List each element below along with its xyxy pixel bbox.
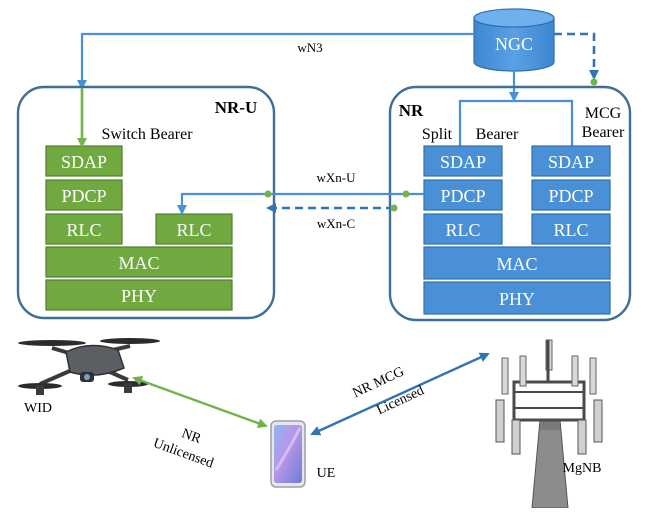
nr-pdcp-left-block <box>423 179 503 211</box>
nru-rlc-left-block <box>45 213 123 245</box>
nr-rlc-right-block <box>531 213 611 245</box>
mcg-bearer-label: Bearer <box>582 124 625 141</box>
nr-stack: SDAP PDCP RLC SDAP PDCP RLC MAC PHY <box>423 145 611 315</box>
nr-frame <box>388 85 632 322</box>
nr-phy-label: PHY <box>499 289 535 309</box>
nr-unlicensed-label-1: NR <box>179 426 203 447</box>
nru-title: NR-U <box>215 98 258 117</box>
wxn-u-label: wXn-U <box>317 170 357 185</box>
nr-pdcp-right-block <box>531 179 611 211</box>
drone-icon <box>18 338 160 395</box>
nru-phy-label: PHY <box>121 286 157 306</box>
nru-pdcp-label: PDCP <box>61 186 106 206</box>
wn3-link: wN3 <box>77 32 474 90</box>
wid-label: WID <box>24 401 52 416</box>
nr-phy-block <box>423 281 611 315</box>
nr-pdcp-right-label: PDCP <box>548 186 593 206</box>
nr-sdap-left-block <box>423 145 503 177</box>
nr-sdap-right-block <box>531 145 611 177</box>
nru-mac-block <box>45 246 233 278</box>
wxn-u-link: wXn-U <box>177 170 424 215</box>
nru-rlc-left-label: RLC <box>66 220 101 240</box>
nru-phy-block <box>45 279 233 311</box>
nr-rlc-left-block <box>423 213 503 245</box>
nru-rlc-right-label: RLC <box>176 220 211 240</box>
ngc-to-nr-link <box>458 71 574 146</box>
cell-tower-icon <box>495 339 603 509</box>
ngc-to-mcg-link <box>554 32 599 86</box>
nr-title: NR <box>399 101 424 120</box>
nr-rlc-left-label: RLC <box>445 220 480 240</box>
wxn-c-label: wXn-C <box>317 216 355 231</box>
nru-pdcp-block <box>45 179 123 211</box>
phone-icon <box>270 420 306 488</box>
nr-sdap-right-label: SDAP <box>548 152 594 172</box>
nru-mac-label: MAC <box>118 253 159 273</box>
nr-split-label: Split <box>422 126 453 143</box>
ngc-label: NGC <box>495 34 533 54</box>
wxn-c-link: wXn-C <box>266 203 398 231</box>
nr-mcg-licensed-link: NR MCG Licensed <box>310 352 490 436</box>
nr-sdap-left-label: SDAP <box>440 152 486 172</box>
nr-mac-label: MAC <box>496 254 537 274</box>
nr-unlicensed-link: NR Unlicensed <box>132 376 268 472</box>
ngc-core: NGC <box>473 8 555 72</box>
nru-rlc-right-block <box>155 213 233 245</box>
nr-mac-block <box>423 246 611 280</box>
nru-sdap-block <box>45 145 123 177</box>
nru-sdap-label: SDAP <box>61 152 107 172</box>
nr-bearer-label: Bearer <box>476 126 519 143</box>
nru-switch-bearer-label: Switch Bearer <box>101 126 193 143</box>
wn3-label: wN3 <box>297 40 322 55</box>
nr-rlc-right-label: RLC <box>553 220 588 240</box>
nr-pdcp-left-label: PDCP <box>440 186 485 206</box>
nru-frame <box>16 85 276 320</box>
mgnb-label: MgNB <box>563 461 602 476</box>
ue-label: UE <box>317 466 336 481</box>
mcg-label: MCG <box>585 105 622 122</box>
nru-stack: SDAP PDCP RLC RLC MAC PHY <box>45 145 233 311</box>
